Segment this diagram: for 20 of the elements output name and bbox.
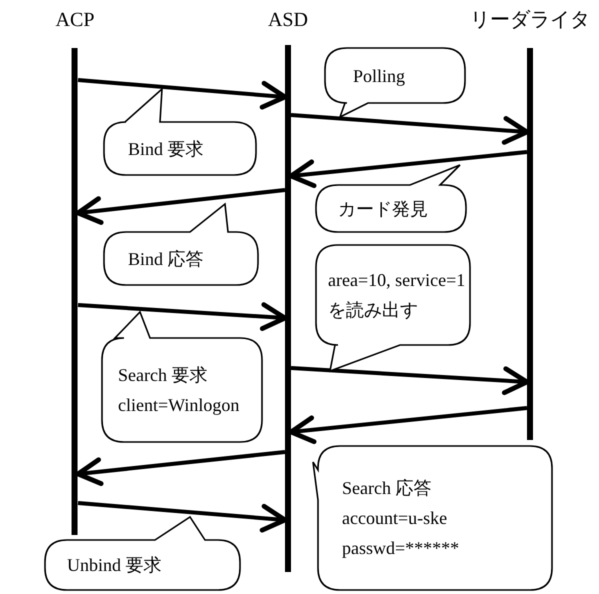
edge-label: Search 要求 client=Winlogon [118,364,240,417]
message-arrow [288,406,528,444]
message-arrow [288,150,528,188]
edge-label: Unbind 要求 [67,554,162,577]
message-arrow [76,450,286,486]
participant-name: ASD [268,8,308,33]
participant-name: リーダライタ [470,8,590,33]
edge-label: Bind 応答 [128,248,205,270]
edge-label: area=10, service=1 を読み出す [328,269,466,322]
message-arrow [290,113,530,145]
edge-label: Bind 要求 [128,138,205,160]
edge-label: Polling [353,64,406,88]
edge-label: カード発見 [338,198,429,220]
message-arrow [78,78,288,110]
message-arrow [76,188,286,225]
participant-name: ACP [56,8,94,33]
message-arrow [78,302,288,331]
message-arrow [78,501,288,533]
edge-label: Search 応答 account=u-ske passwd=****** [342,477,460,560]
message-arrow [290,366,530,396]
